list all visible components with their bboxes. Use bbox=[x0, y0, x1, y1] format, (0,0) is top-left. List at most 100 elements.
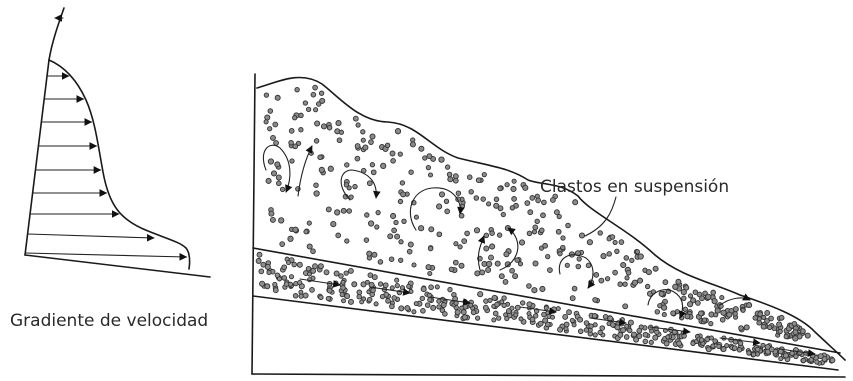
clast bbox=[523, 185, 528, 190]
bed-clast bbox=[371, 288, 376, 293]
bed-clast bbox=[324, 270, 329, 275]
eddy-arrow bbox=[559, 255, 593, 288]
clast bbox=[658, 304, 662, 308]
bed-clast bbox=[400, 286, 404, 290]
bed-clast bbox=[289, 275, 293, 279]
clast bbox=[753, 316, 758, 321]
clast bbox=[319, 167, 324, 172]
clast bbox=[761, 324, 766, 329]
clast bbox=[747, 303, 752, 308]
clast bbox=[299, 127, 303, 131]
bed-clast bbox=[618, 332, 623, 337]
bed-clast bbox=[721, 347, 726, 352]
clast bbox=[535, 219, 540, 224]
clast bbox=[395, 129, 400, 134]
bed-clast bbox=[341, 280, 345, 284]
clast bbox=[320, 98, 325, 103]
clast bbox=[368, 221, 373, 226]
bed-clast bbox=[747, 351, 751, 355]
clast bbox=[489, 244, 494, 249]
clast bbox=[367, 251, 372, 256]
clast bbox=[513, 274, 518, 279]
clast bbox=[408, 242, 413, 247]
clast bbox=[721, 310, 726, 315]
bed-clast bbox=[519, 317, 523, 321]
clast bbox=[447, 172, 452, 177]
clast bbox=[369, 140, 374, 145]
clast bbox=[412, 263, 416, 267]
bed-clast bbox=[632, 332, 637, 337]
bed-clast bbox=[809, 358, 814, 363]
clast bbox=[378, 260, 383, 265]
clast bbox=[400, 181, 405, 186]
bed-clast bbox=[717, 344, 721, 348]
clast bbox=[490, 231, 495, 236]
clast bbox=[573, 200, 578, 205]
clast bbox=[428, 173, 432, 177]
bed-clast bbox=[313, 264, 318, 269]
bed-clast bbox=[584, 321, 589, 326]
clast bbox=[361, 138, 365, 142]
clast bbox=[398, 152, 402, 156]
clast bbox=[720, 295, 724, 299]
bed-clast bbox=[592, 314, 597, 319]
section-floor bbox=[252, 374, 845, 377]
bed-clast bbox=[620, 318, 624, 322]
clast bbox=[494, 197, 499, 202]
clast bbox=[289, 129, 294, 134]
clast bbox=[792, 321, 797, 326]
clast bbox=[673, 284, 678, 289]
bed-clast bbox=[386, 299, 391, 304]
clast bbox=[270, 217, 275, 222]
clast bbox=[311, 249, 316, 254]
bed-clast bbox=[267, 270, 271, 274]
clast bbox=[314, 191, 319, 196]
clast bbox=[399, 240, 403, 244]
bed-clast bbox=[493, 311, 498, 316]
clast bbox=[394, 220, 398, 224]
bed-clast bbox=[666, 335, 670, 339]
bed-clast bbox=[367, 297, 372, 302]
bed-clast bbox=[520, 301, 524, 305]
bed-clast bbox=[395, 278, 399, 282]
bed-clast bbox=[378, 282, 382, 286]
clast bbox=[778, 329, 782, 333]
bed-clast bbox=[495, 302, 500, 307]
bed-clast bbox=[593, 323, 597, 327]
clast bbox=[504, 252, 509, 257]
clast bbox=[428, 246, 433, 251]
clast bbox=[426, 165, 430, 169]
clast bbox=[499, 274, 504, 279]
bed-clast bbox=[380, 294, 384, 298]
clast bbox=[453, 260, 458, 265]
clast bbox=[336, 233, 341, 238]
clast bbox=[276, 181, 281, 186]
bed-clast bbox=[429, 285, 434, 290]
velocity-profile bbox=[25, 8, 210, 277]
bed-clast bbox=[755, 347, 760, 352]
bed-clast bbox=[469, 303, 473, 307]
profile-base-line bbox=[25, 255, 210, 277]
clast bbox=[428, 271, 432, 275]
clast bbox=[702, 318, 706, 322]
clast bbox=[264, 120, 268, 124]
clast bbox=[429, 227, 434, 232]
clast bbox=[376, 210, 380, 214]
clast bbox=[449, 267, 454, 272]
clast bbox=[293, 144, 298, 149]
bed-clast bbox=[462, 315, 467, 320]
clast bbox=[426, 265, 431, 270]
clast bbox=[268, 159, 273, 164]
clast bbox=[275, 162, 280, 167]
clast bbox=[512, 179, 516, 183]
clast bbox=[505, 183, 509, 187]
clast bbox=[475, 271, 480, 276]
clast bbox=[304, 230, 308, 234]
clast bbox=[623, 304, 628, 309]
clast bbox=[805, 333, 810, 338]
clast bbox=[370, 134, 375, 139]
bed-clast bbox=[344, 271, 348, 275]
bed-clast bbox=[443, 312, 448, 317]
clast bbox=[355, 156, 360, 161]
